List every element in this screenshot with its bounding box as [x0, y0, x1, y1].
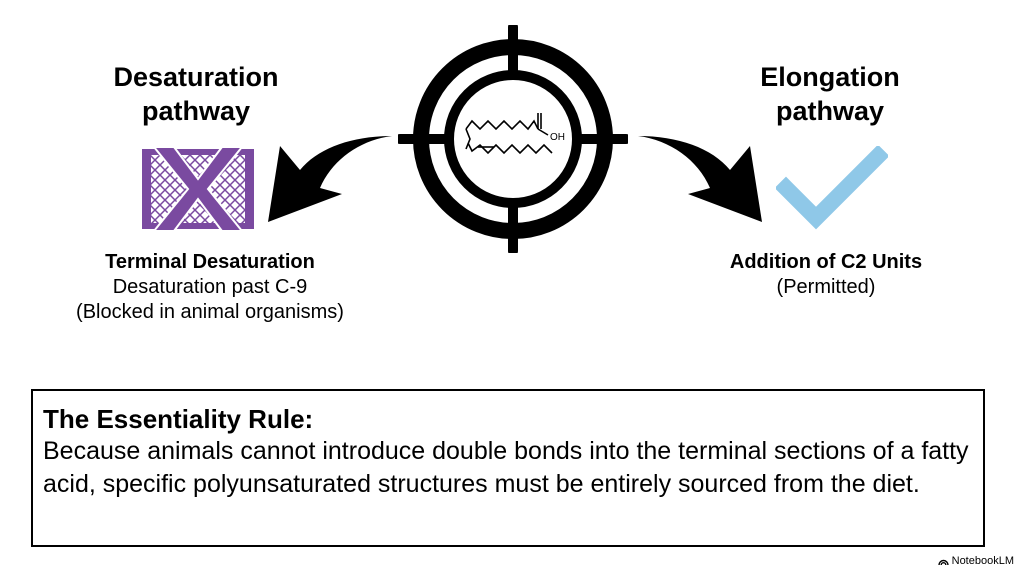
molecule-oh-label: OH — [550, 132, 565, 143]
blocked-x-icon — [142, 146, 254, 232]
notebooklm-logo-icon — [937, 559, 949, 565]
checkmark-icon — [776, 146, 888, 230]
desaturation-pathway-title: Desaturation pathway — [113, 62, 279, 126]
rule-body: Because animals cannot introduce double … — [43, 437, 969, 498]
desaturation-caption: Terminal Desaturation Desaturation past … — [76, 251, 344, 323]
essentiality-rule-box: The Essentiality Rule: Because animals c… — [31, 389, 985, 547]
left-curved-arrow-icon — [268, 136, 392, 222]
notebooklm-brand: NotebookLM — [937, 555, 1014, 567]
fatty-acid-molecule-icon — [465, 113, 553, 155]
rule-title: The Essentiality Rule: — [43, 404, 314, 434]
elongation-pathway-title: Elongation pathway — [760, 62, 900, 126]
elongation-caption: Addition of C2 Units (Permitted) — [729, 251, 923, 298]
crosshair-target-icon: OH — [398, 25, 628, 253]
right-curved-arrow-icon — [638, 136, 762, 222]
